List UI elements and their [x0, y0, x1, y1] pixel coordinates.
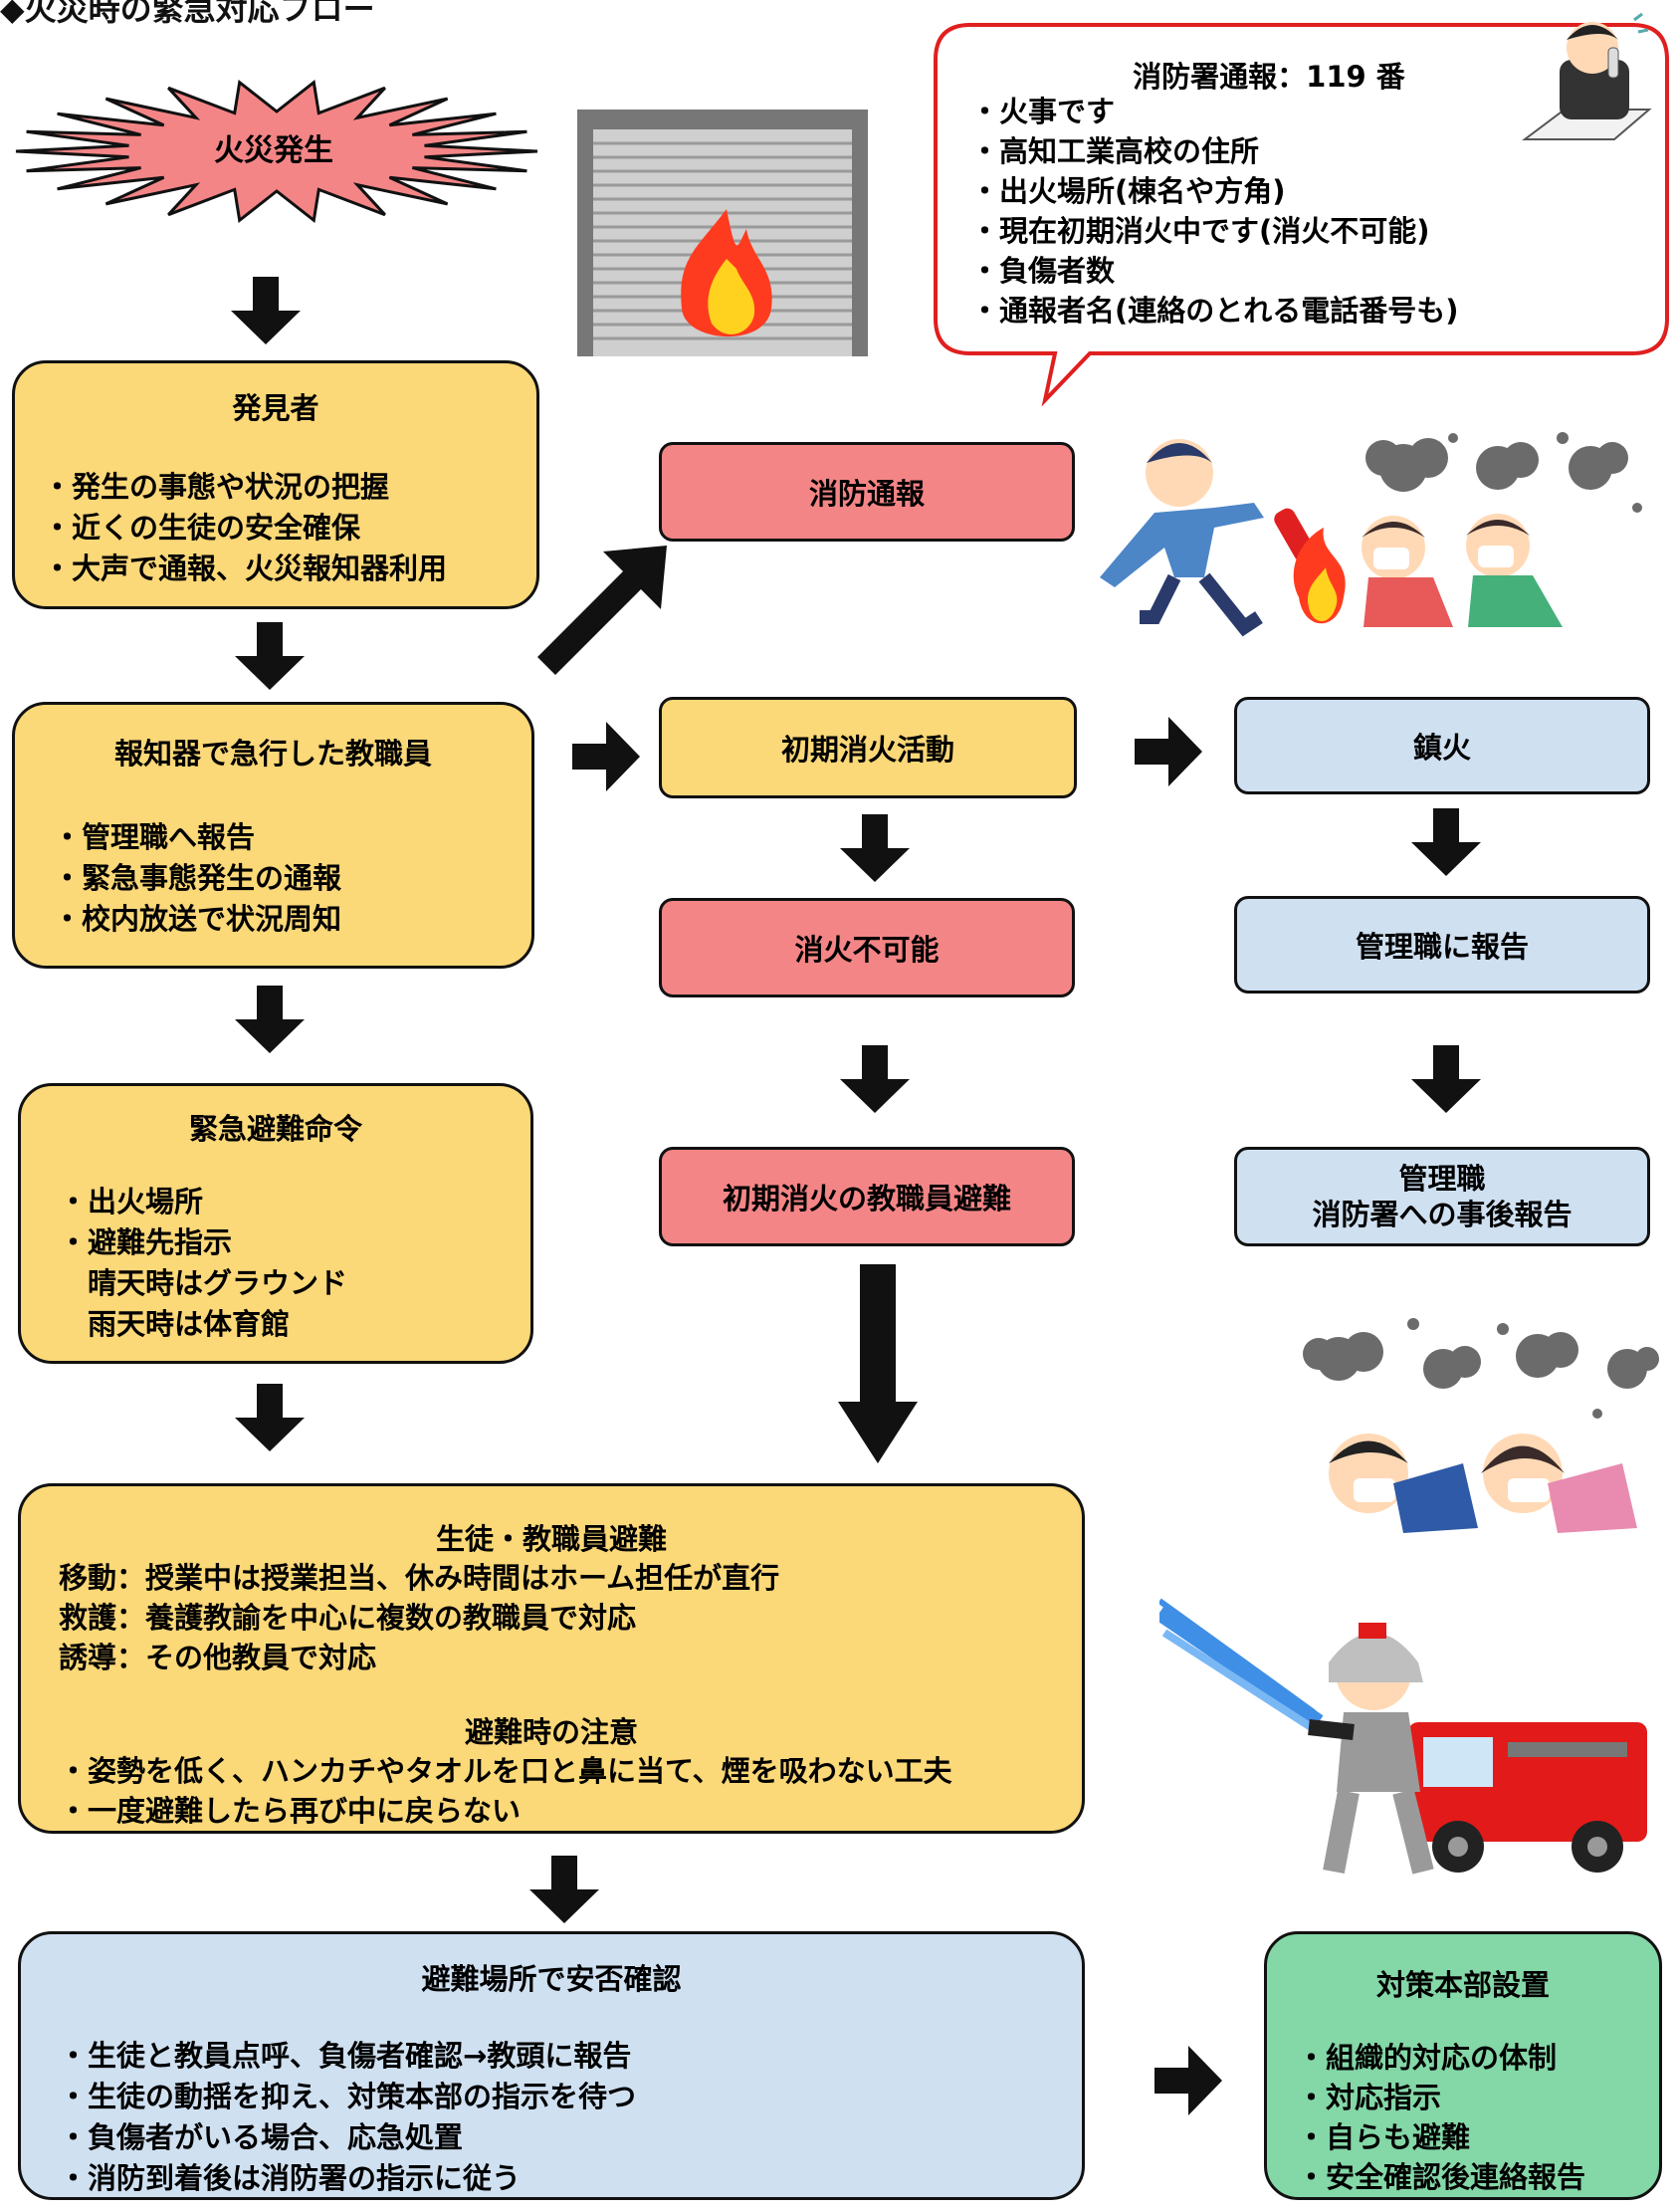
staff-box: 報知器で急行した教職員 管理職へ報告 緊急事態発生の通報 校内放送で状況周知: [12, 702, 534, 969]
arrow-down-icon: [235, 986, 305, 1053]
safety-check-box: 避難場所で安否確認 生徒と教員点呼、負傷者確認→教頭に報告 生徒の動揺を抑え、対…: [18, 1931, 1085, 2200]
callout-item: 現在初期消火中です(消火不可能): [970, 211, 1568, 251]
staff-title: 報知器で急行した教職員: [113, 737, 432, 771]
callout-item: 通報者名(連絡のとれる電話番号も): [970, 291, 1568, 331]
arrow-down-icon: [840, 1045, 910, 1113]
staff-evac-box: 初期消火の教職員避難: [659, 1147, 1075, 1246]
evacuation-notes: 姿勢を低く、ハンカチやタオルを口と鼻に当て、煙を吸わない工夫 一度避難したら再び…: [59, 1751, 1082, 1831]
evacuation-line: 救護：養護教諭を中心に複数の教職員で対応: [59, 1601, 637, 1635]
callout-item: 出火場所(棟名や方角): [970, 171, 1568, 211]
discoverer-item: 発生の事態や状況の把握: [43, 467, 536, 508]
arrow-down-icon: [231, 277, 301, 344]
arrow-diagonal-up-right-icon: [537, 546, 667, 675]
callout-title: 消防署通報：119 番: [1133, 60, 1405, 94]
evac-order-item: 避難先指示: [59, 1222, 530, 1263]
safety-check-title: 避難場所で安否確認: [421, 1962, 682, 1996]
callout-item: 火事です: [970, 92, 1568, 131]
hq-item: 安全確認後連絡報告: [1297, 2157, 1659, 2197]
hq-item: 対応指示: [1297, 2078, 1659, 2117]
hq-list: 組織的対応の体制 対応指示 自らも避難 安全確認後連絡報告: [1297, 2038, 1659, 2197]
hq-item: 組織的対応の体制: [1297, 2038, 1659, 2078]
cannot-extinguish-box: 消火不可能: [659, 898, 1075, 997]
evacuation-note: 一度避難したら再び中に戻らない: [59, 1791, 1082, 1831]
hq-item: 自らも避難: [1297, 2117, 1659, 2157]
staff-item: 校内放送で状況周知: [53, 899, 531, 940]
staff-item: 管理職へ報告: [53, 817, 531, 858]
arrow-down-icon: [1411, 808, 1481, 876]
fire-report-box: 消防通報: [659, 442, 1075, 542]
fire-start-burst: [15, 79, 538, 224]
evacuation-box: 生徒・教職員避難 移動：授業中は授業担当、休み時間はホーム担任が直行 救護：養護…: [18, 1483, 1085, 1834]
safety-check-item: 消防到着後は消防署の指示に従う: [59, 2158, 1082, 2199]
discoverer-box: 発見者 発生の事態や状況の把握 近くの生徒の安全確保 大声で通報、火災報知器利用: [12, 360, 539, 609]
evac-order-title: 緊急避難命令: [188, 1112, 362, 1146]
evacuation-lines: 移動：授業中は授業担当、休み時間はホーム担任が直行 救護：養護教諭を中心に複数の…: [59, 1558, 1082, 1677]
hq-box: 対策本部設置 組織的対応の体制 対応指示 自らも避難 安全確認後連絡報告: [1264, 1931, 1662, 2200]
arrow-right-icon: [1154, 2046, 1222, 2115]
arrow-right-icon: [572, 722, 640, 791]
firefighter-illustration: [1159, 1598, 1647, 1875]
discoverer-list: 発生の事態や状況の把握 近くの生徒の安全確保 大声で通報、火災報知器利用: [43, 467, 536, 589]
safety-check-item: 生徒と教員点呼、負傷者確認→教頭に報告: [59, 2036, 1082, 2077]
evacuation-note: 姿勢を低く、ハンカチやタオルを口と鼻に当て、煙を吸わない工夫: [59, 1751, 1082, 1791]
staff-item: 緊急事態発生の通報: [53, 858, 531, 899]
hq-title: 対策本部設置: [1375, 1968, 1550, 2002]
arrow-down-icon: [840, 814, 910, 882]
callout-list: 火事です 高知工業高校の住所 出火場所(棟名や方角) 現在初期消火中です(消火不…: [970, 92, 1568, 331]
crawling-children-illustration: [1303, 1318, 1659, 1533]
discoverer-title: 発見者: [232, 391, 319, 425]
callout-item: 高知工業高校の住所: [970, 131, 1568, 171]
extinguished-box: 鎮火: [1234, 697, 1650, 794]
long-arrow-down-icon: [838, 1264, 918, 1463]
arrow-down-icon: [235, 1384, 305, 1451]
phone-caller-illustration: [1522, 12, 1652, 140]
safety-check-item: 生徒の動揺を抑え、対策本部の指示を待つ: [59, 2077, 1082, 2117]
staff-list: 管理職へ報告 緊急事態発生の通報 校内放送で状況周知: [53, 817, 531, 940]
extinguisher-illustration: [1100, 432, 1642, 637]
arrow-down-icon: [235, 622, 305, 690]
evac-order-list: 出火場所 避難先指示 晴天時はグラウンド 雨天時は体育館: [59, 1182, 530, 1345]
post-report-box: 管理職 消防署への事後報告: [1234, 1147, 1650, 1246]
fire-shutter-illustration: [577, 110, 868, 356]
arrow-down-icon: [529, 1856, 599, 1923]
callout-item: 負傷者数: [970, 251, 1568, 291]
arrow-down-icon: [1411, 1045, 1481, 1113]
arrow-right-icon: [1135, 717, 1202, 786]
report-mgmt-box: 管理職に報告: [1234, 896, 1650, 994]
evac-order-item: 出火場所: [59, 1182, 530, 1222]
discoverer-item: 近くの生徒の安全確保: [43, 508, 536, 549]
evacuation-notes-title: 避難時の注意: [464, 1715, 638, 1749]
evacuation-title: 生徒・教職員避難: [435, 1522, 667, 1556]
evac-order-subitem: 雨天時は体育館: [88, 1307, 291, 1341]
page-title: ◆火災時の緊急対応フロー: [0, 0, 375, 28]
evacuation-line: 誘導：その他教員で対応: [59, 1641, 377, 1674]
safety-check-list: 生徒と教員点呼、負傷者確認→教頭に報告 生徒の動揺を抑え、対策本部の指示を待つ …: [59, 2036, 1082, 2199]
fire-start-label: 火災発生: [214, 133, 333, 168]
discoverer-item: 大声で通報、火災報知器利用: [43, 549, 536, 589]
initial-fight-box: 初期消火活動: [659, 697, 1077, 798]
evacuation-line: 移動：授業中は授業担当、休み時間はホーム担任が直行: [59, 1561, 780, 1595]
safety-check-item: 負傷者がいる場合、応急処置: [59, 2117, 1082, 2158]
evac-order-subitem: 晴天時はグラウンド: [88, 1266, 348, 1300]
evac-order-box: 緊急避難命令 出火場所 避難先指示 晴天時はグラウンド 雨天時は体育館: [18, 1083, 533, 1364]
